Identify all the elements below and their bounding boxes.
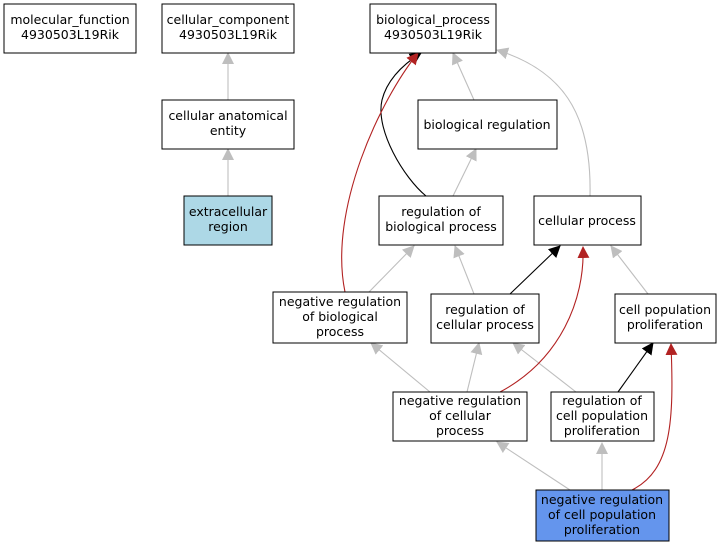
edge-cellular-process-to-biological-process xyxy=(496,47,591,197)
node-label-line: biological process xyxy=(385,219,497,234)
edge-negative-regulation-of-biological-process-to-biological-process xyxy=(341,52,419,293)
node-label-line: molecular_function xyxy=(10,12,129,27)
svg-text:cellular process: cellular process xyxy=(538,213,636,228)
edge-negative-regulation-of-biological-process-to-regulation-of-biological-process xyxy=(368,245,415,293)
node-label-line: biological regulation xyxy=(423,117,550,132)
edge-negative-regulation-of-cell-population-proliferation-to-cell-population-proliferation xyxy=(631,343,678,491)
node-label-line: extracellular xyxy=(189,204,268,219)
edge-negative-regulation-of-cellular-process-to-negative-regulation-of-biological-process xyxy=(370,342,431,393)
node-label-line: of cellular xyxy=(429,408,492,423)
node-label-line: regulation of xyxy=(401,204,481,219)
edge-negative-regulation-of-cellular-process-to-regulation-of-cellular-process xyxy=(466,342,483,393)
edge-regulation-of-cell-population-proliferation-to-regulation-of-cellular-process xyxy=(512,342,577,393)
svg-text:biological regulation: biological regulation xyxy=(423,117,550,132)
node-label-line: entity xyxy=(210,123,247,138)
node-label-line: negative regulation xyxy=(541,492,663,507)
edge-biological-regulation-to-biological-process xyxy=(452,52,475,101)
node-label-line: cellular process xyxy=(538,213,636,228)
edge-negative-regulation-of-cellular-process-to-cellular-process xyxy=(499,246,590,393)
node-label-line: cellular process xyxy=(436,317,534,332)
edge-regulation-of-biological-process-to-biological-regulation xyxy=(452,148,477,197)
node-label-line: cellular_component xyxy=(167,12,290,27)
node-label-line: of cell population xyxy=(548,507,656,522)
node-label-line: region xyxy=(208,219,248,234)
node-label-line: process xyxy=(436,423,484,438)
node-label-line: proliferation xyxy=(564,522,640,537)
node-label-line: regulation of xyxy=(562,393,642,408)
node-biological-regulation[interactable]: biological regulation xyxy=(417,99,558,150)
node-label-line: 4930503L19Rik xyxy=(21,27,120,42)
node-label-line: proliferation xyxy=(627,317,703,332)
node-label-line: proliferation xyxy=(564,423,640,438)
edge-regulation-of-cellular-process-to-regulation-of-biological-process xyxy=(453,245,475,295)
node-label-line: 4930503L19Rik xyxy=(179,27,278,42)
node-label-line: cell population xyxy=(619,302,711,317)
node-label-line: cellular anatomical xyxy=(168,108,287,123)
node-label-line: 4930503L19Rik xyxy=(384,27,483,42)
node-label-line: of biological xyxy=(302,309,378,324)
node-label-line: cell population xyxy=(556,408,648,423)
node-cellular-process[interactable]: cellular process xyxy=(533,195,642,246)
node-label-line: negative regulation xyxy=(279,294,401,309)
edge-regulation-of-cellular-process-to-cellular-process xyxy=(509,245,561,295)
node-label-line: process xyxy=(316,324,364,339)
node-label-line: negative regulation xyxy=(399,393,521,408)
node-label-line: regulation of xyxy=(445,302,525,317)
edge-cell-population-proliferation-to-cellular-process xyxy=(610,245,649,295)
edge-negative-regulation-of-cell-population-proliferation-to-negative-regulation-of-cellular-process xyxy=(496,441,571,491)
edge-regulation-of-cell-population-proliferation-to-cell-population-proliferation xyxy=(617,342,654,393)
node-label-line: biological_process xyxy=(376,12,490,27)
